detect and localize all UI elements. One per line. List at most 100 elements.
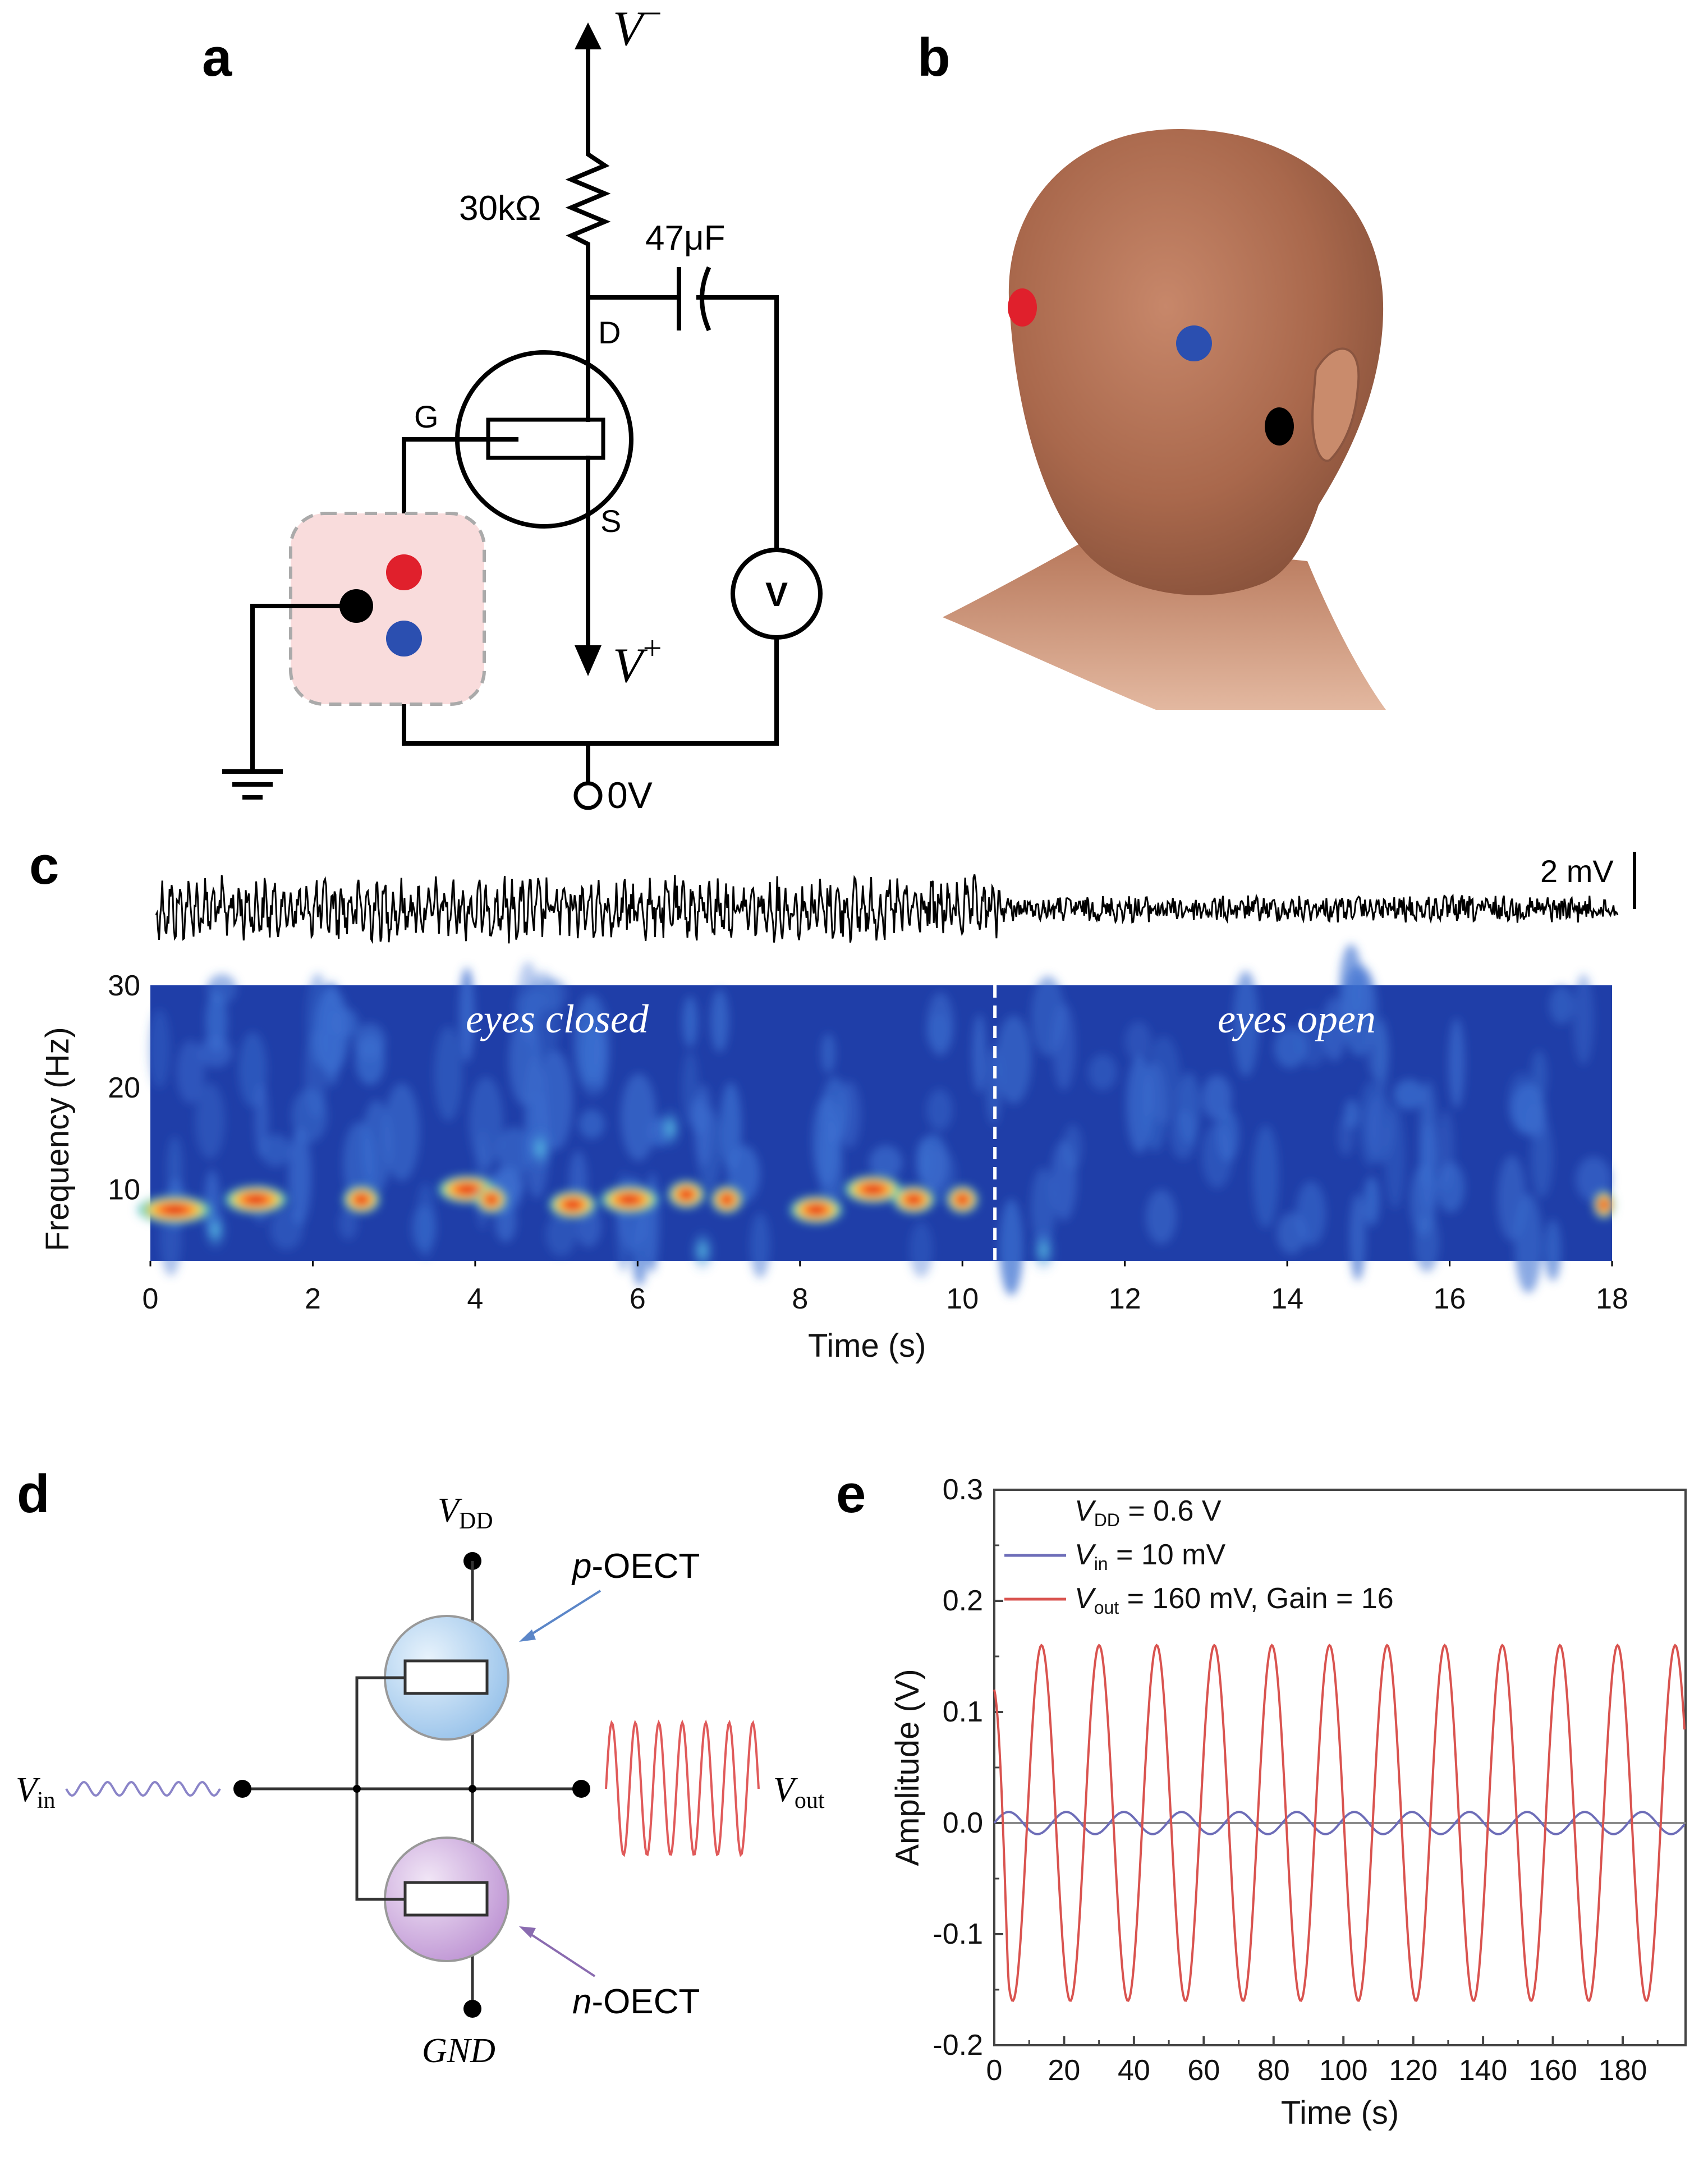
alpha-band-blob [135, 1195, 214, 1225]
spectrogram-texture [910, 1222, 933, 1278]
spectrogram-texture [205, 990, 227, 1053]
spectrogram-texture [1296, 1181, 1326, 1246]
spectrogram-texture [195, 1083, 225, 1159]
spectrogram-texture [497, 1127, 531, 1177]
chart-y-tick: -0.1 [933, 1918, 983, 1950]
spectrogram-texture [1384, 1105, 1406, 1209]
alpha-band-blob [342, 1184, 382, 1214]
node-0v-label: 0V [607, 774, 653, 816]
spectrogram-x-tick: 4 [467, 1283, 483, 1315]
electrode-red [386, 554, 422, 590]
spectrogram-texture [1217, 1109, 1239, 1163]
n-oect-label: n-OECT [572, 1982, 700, 2021]
spectrogram-y-tick: 30 [108, 970, 140, 1002]
spectrogram-xlabel: Time (s) [808, 1328, 926, 1364]
spectrogram-texture [995, 1015, 1032, 1104]
arrow-up-icon [575, 22, 602, 49]
spectrogram-texture [926, 1013, 952, 1050]
spectrogram-texture [710, 989, 729, 1053]
chart-x-tick: 80 [1257, 2054, 1290, 2087]
spectrogram-texture [270, 1208, 303, 1250]
spectrogram-spot [203, 1209, 228, 1252]
n-oect-pointer [524, 1929, 596, 1977]
spectrogram-texture [331, 1008, 359, 1037]
spectrogram-texture [821, 1033, 835, 1074]
alpha-band-blob [222, 1184, 290, 1214]
alpha-band-blob [945, 1184, 980, 1214]
spectrogram-texture [1393, 1079, 1425, 1110]
p-oect-pointer [524, 1590, 602, 1640]
alpha-band-blob [842, 1174, 904, 1204]
spectrogram-texture [1436, 1162, 1465, 1213]
panel-letter-e: e [836, 1464, 866, 1524]
gate-label: G [414, 399, 439, 434]
spectrogram-y-tick: 20 [108, 1072, 140, 1104]
spectrogram-x-tick: 8 [792, 1283, 808, 1315]
head-electrode-red [1008, 288, 1037, 327]
arrow-down-icon [575, 645, 602, 676]
vin-label: Vin [16, 1771, 56, 1814]
v-minus-label: V− [613, 0, 662, 56]
spectrogram-texture [304, 1029, 327, 1119]
spectrogram-texture [838, 1081, 861, 1149]
panel-letter-c: c [29, 835, 59, 896]
spectrogram-texture [1125, 1021, 1151, 1061]
spectrogram-texture [416, 1182, 435, 1259]
eeg-trace [155, 874, 1619, 944]
vin-node-icon [233, 1780, 251, 1798]
spectrogram-texture [719, 1082, 742, 1171]
spectrogram-texture [1252, 1125, 1279, 1228]
spectrogram-texture [750, 1213, 770, 1278]
spectrogram-texture [578, 1109, 605, 1139]
panel-a: a V− 30kΩ 47μF D G S V+ V [202, 0, 823, 816]
spectrogram-texture [1419, 1080, 1437, 1187]
n-oect-channel [403, 1881, 489, 1917]
spectrogram-texture [288, 1127, 311, 1226]
vout-wave [605, 1719, 760, 1857]
spectrogram-texture [1448, 1018, 1465, 1109]
spectrogram-texture [254, 1083, 269, 1158]
spectrogram-texture [621, 1073, 656, 1161]
spectrogram-texture [1233, 971, 1259, 1077]
neck-shape [943, 539, 1386, 710]
chart-x-tick: 60 [1187, 2054, 1220, 2087]
spectrogram-texture [1359, 1081, 1381, 1167]
spectrogram-texture [972, 1014, 986, 1094]
drain-label: D [598, 315, 621, 350]
spectrogram-texture [1363, 1176, 1380, 1226]
panel-letter-a: a [202, 27, 232, 88]
spectrogram-texture [1514, 1193, 1542, 1293]
spectrogram-x-tick: 14 [1271, 1283, 1303, 1315]
spectrogram-texture [1322, 997, 1347, 1062]
chart-x-tick: 160 [1528, 2054, 1577, 2087]
spectrogram-texture [582, 1024, 600, 1082]
resistor-label: 30kΩ [459, 189, 541, 228]
ground-icon [222, 769, 283, 800]
chart-y-tick: 0.3 [943, 1473, 983, 1506]
chart-x-tick: 40 [1118, 2054, 1150, 2087]
spectrogram-texture [1356, 971, 1372, 1020]
spectrogram-texture [1549, 986, 1574, 1025]
electrode-box [289, 512, 486, 706]
eyes-closed-label: eyes closed [466, 997, 649, 1041]
gnd-label: GND [422, 2032, 495, 2070]
spectrogram-texture [1349, 1193, 1366, 1281]
eyes-open-label: eyes open [1218, 997, 1376, 1041]
spectrogram-texture [1088, 1054, 1117, 1091]
gnd-node-icon [463, 2000, 481, 2018]
spectrogram-spot [658, 1107, 683, 1150]
spectrogram-texture [812, 1095, 841, 1187]
spectrogram-x-tick: 10 [946, 1283, 979, 1315]
alpha-band-blob [547, 1190, 598, 1219]
spectrogram-texture [1142, 1062, 1168, 1152]
spectrogram-texture [459, 967, 475, 1063]
vout-node-icon [572, 1780, 590, 1798]
spectrogram-ylabel: Frequency (Hz) [39, 1027, 76, 1251]
spectrogram-texture [1146, 1189, 1177, 1245]
transistor-channel [486, 417, 605, 460]
spectrogram-texture [1544, 1219, 1562, 1282]
scale-bar-label: 2 mV [1540, 853, 1614, 889]
chart-x-tick: 180 [1599, 2054, 1647, 2087]
